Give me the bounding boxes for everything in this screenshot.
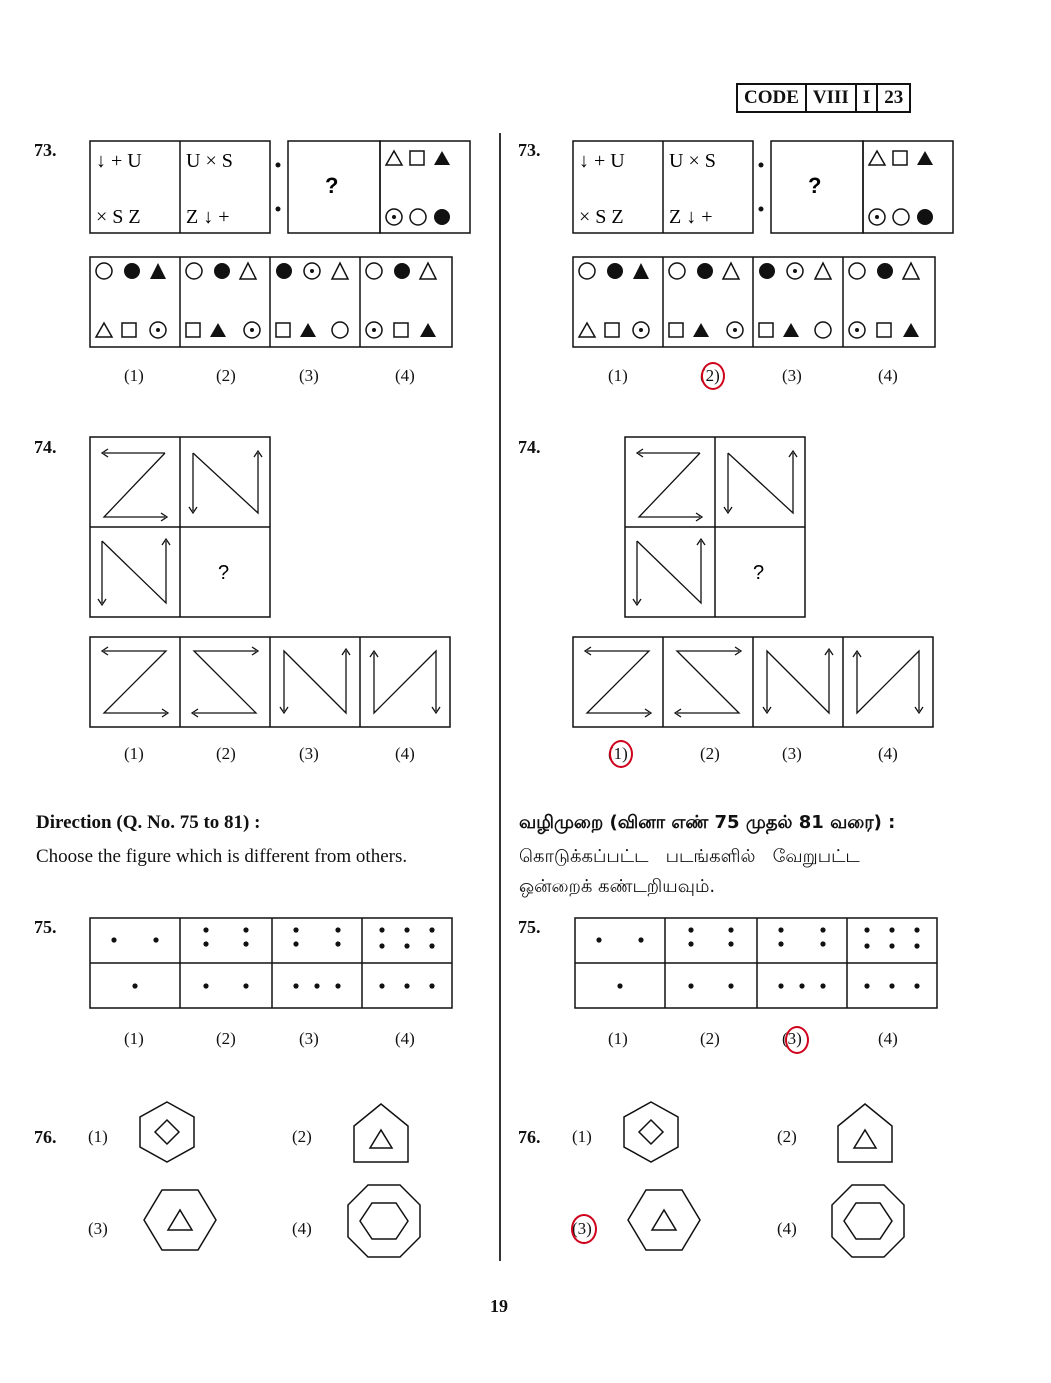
code-paper: I: [857, 85, 879, 111]
code-box: CODE VIII I 23: [736, 83, 912, 113]
direction-text-tamil-line1: கொடுக்கப்பட்ட படங்களில் வேறுபட்ட: [519, 846, 860, 867]
q73-answer-cell2-top: U × S: [669, 150, 716, 172]
q76-option-4[interactable]: (4): [292, 1219, 312, 1238]
q76-answer-figure-4: [831, 1184, 905, 1258]
q74-answer-mark: [609, 740, 633, 768]
direction-text-tamil-line2: ஒன்றைக் கண்டறியவும்.: [519, 876, 716, 897]
q74-answer-option-2[interactable]: (2): [700, 744, 720, 763]
q73-answer-cell1-top: ↓ + U: [579, 150, 625, 172]
q73-problem-figure: ↓ + U × S Z U × S Z ↓ + ?: [89, 140, 471, 234]
q74-question-mark: ?: [218, 562, 229, 584]
q73-answer-figures-answer: [572, 256, 936, 348]
q75-answer-option-4[interactable]: (4): [878, 1029, 898, 1048]
q74-option-3[interactable]: (3): [299, 744, 319, 763]
q74-answer-question-mark: ?: [753, 562, 764, 584]
code-class: VIII: [807, 85, 857, 111]
q76-figure-3: [143, 1189, 217, 1251]
direction-text: Choose the figure which is different fro…: [36, 846, 408, 867]
q73-answer-cell1-bottom: × S Z: [579, 206, 624, 228]
q76-option-1[interactable]: (1): [88, 1127, 108, 1146]
page-number: 19: [490, 1296, 508, 1316]
column-divider: [499, 133, 501, 1261]
q76-option-3[interactable]: (3): [88, 1219, 108, 1238]
question-number-76-answer: 76.: [518, 1127, 541, 1147]
q73-option-4[interactable]: (4): [395, 366, 415, 385]
q75-option-2[interactable]: (2): [216, 1029, 236, 1048]
q74-option-4[interactable]: (4): [395, 744, 415, 763]
q73-problem-figure-answer: ↓ + U × S Z U × S Z ↓ + ?: [572, 140, 954, 234]
q75-answer-mark: [785, 1026, 809, 1054]
question-number-73-answer: 73.: [518, 140, 541, 160]
q73-answer-option-3[interactable]: (3): [782, 366, 802, 385]
q75-option-3[interactable]: (3): [299, 1029, 319, 1048]
q76-answer-option-1[interactable]: (1): [572, 1127, 592, 1146]
q73-question-mark: ?: [325, 173, 338, 198]
q74-answer-option-4[interactable]: (4): [878, 744, 898, 763]
q74-answer-option-3[interactable]: (3): [782, 744, 802, 763]
code-number: 23: [884, 87, 904, 108]
q73-option-2[interactable]: (2): [216, 366, 236, 385]
q73-answer-option-1[interactable]: (1): [608, 366, 628, 385]
q73-answer-question-mark: ?: [808, 173, 821, 198]
q73-option-1[interactable]: (1): [124, 366, 144, 385]
q75-figures-answer: [574, 917, 938, 1009]
q73-answer-mark: [701, 362, 725, 390]
q75-figures: [89, 917, 453, 1009]
q76-answer-option-2[interactable]: (2): [777, 1127, 797, 1146]
question-number-75: 75.: [34, 917, 57, 937]
q73-cell2-top: U × S: [186, 150, 233, 172]
q73-cell1-top: ↓ + U: [96, 150, 142, 172]
question-number-73: 73.: [34, 140, 57, 160]
direction-title: Direction (Q. No. 75 to 81) :: [36, 812, 261, 833]
q75-answer-option-2[interactable]: (2): [700, 1029, 720, 1048]
q73-option-3[interactable]: (3): [299, 366, 319, 385]
q75-answer-option-1[interactable]: (1): [608, 1029, 628, 1048]
q75-option-1[interactable]: (1): [124, 1029, 144, 1048]
q76-answer-figure-2: [837, 1103, 893, 1163]
q74-option-1[interactable]: (1): [124, 744, 144, 763]
question-number-74: 74.: [34, 437, 57, 457]
question-number-74-answer: 74.: [518, 437, 541, 457]
q73-answer-option-4[interactable]: (4): [878, 366, 898, 385]
q76-figure-2: [353, 1103, 409, 1163]
code-label: CODE: [738, 85, 807, 111]
q76-answer-option-4[interactable]: (4): [777, 1219, 797, 1238]
q76-answer-figure-3: [627, 1189, 701, 1251]
q73-cell2-bottom: Z ↓ +: [186, 206, 230, 228]
q76-answer-figure-1: [623, 1101, 679, 1163]
q76-answer-mark: [571, 1214, 597, 1244]
question-number-76: 76.: [34, 1127, 57, 1147]
q74-answer-figures-answer: [572, 636, 934, 728]
q76-figure-4: [347, 1184, 421, 1258]
question-number-75-answer: 75.: [518, 917, 541, 937]
q73-cell1-bottom: × S Z: [96, 206, 141, 228]
q74-problem-figure-answer: ?: [624, 436, 806, 618]
q74-problem-figure: ?: [89, 436, 271, 618]
q73-answer-cell2-bottom: Z ↓ +: [669, 206, 713, 228]
direction-title-tamil: வழிமுறை (வினா எண் 75 முதல் 81 வரை) :: [519, 812, 896, 833]
q75-option-4[interactable]: (4): [395, 1029, 415, 1048]
q74-option-2[interactable]: (2): [216, 744, 236, 763]
q74-answer-figures: [89, 636, 451, 728]
q76-figure-1: [139, 1101, 195, 1163]
q73-answer-figures: [89, 256, 453, 348]
q76-option-2[interactable]: (2): [292, 1127, 312, 1146]
